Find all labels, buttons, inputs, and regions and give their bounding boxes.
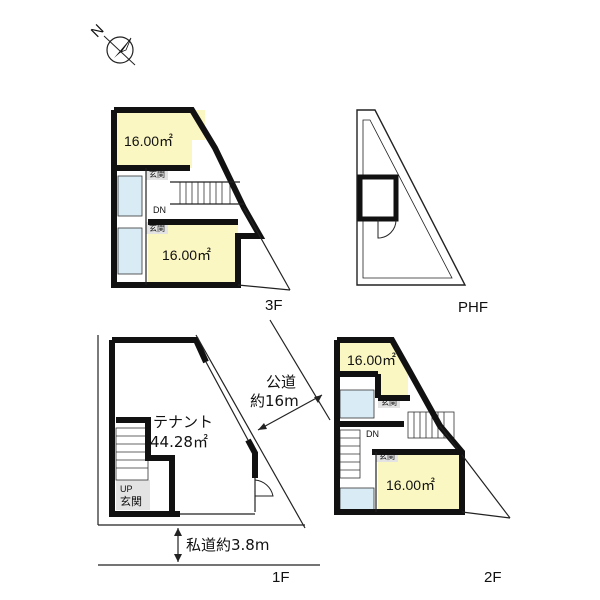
up-1f-label: UP [120, 484, 133, 494]
stairs-1f [115, 427, 149, 481]
down-3f-label: DN [153, 205, 166, 215]
room-3f-lower [148, 225, 238, 285]
tenant-area: 44.28㎡ [150, 433, 208, 451]
room-3f-upper [114, 110, 192, 168]
penthouse-block [357, 174, 399, 222]
floor-2f: 16.00㎡ 16.00㎡ 玄関 玄関 DN 2F [334, 337, 511, 586]
room-3f-lower-area: 16.00㎡ [162, 247, 211, 263]
floor-3f-label: 3F [265, 297, 283, 314]
entrance-1f [116, 480, 150, 510]
floor-1f-label: 1F [272, 569, 290, 586]
private-road-label: 私道約3.8m [186, 536, 269, 554]
compass-label: N [88, 21, 108, 41]
entrance-3f-lower-label: 玄関 [149, 223, 165, 233]
entrance-2f-upper-label: 玄関 [381, 397, 397, 407]
room-2f-upper [337, 340, 408, 398]
public-road: 公道 約16m [250, 319, 331, 431]
north-arrow-icon: N [88, 21, 136, 66]
stairs-3f [179, 181, 231, 205]
entrance-2f-lower-label: 玄関 [379, 451, 395, 461]
floor-3f: 16.00㎡ 16.00㎡ 玄関 玄関 DN 3F [111, 107, 291, 314]
entrance-1f-label: 玄関 [120, 494, 142, 508]
floor-phf-label: PHF [458, 299, 488, 316]
tenant-name: テナント [153, 413, 213, 431]
floor-1f: テナント 44.28㎡ UP 玄関 私道約3.8m 1F [97, 334, 320, 586]
entrance-3f-upper-label: 玄関 [149, 169, 165, 179]
floor-phf: PHF [356, 109, 488, 316]
down-2f-label: DN [366, 429, 379, 439]
floor-2f-label: 2F [484, 569, 502, 586]
room-2f-lower-area: 16.00㎡ [386, 477, 435, 493]
public-road-label-1: 公道 [266, 373, 296, 391]
public-road-label-2: 約16m [250, 392, 299, 410]
room-2f-upper-area: 16.00㎡ [347, 352, 396, 368]
room-3f-upper-area: 16.00㎡ [124, 133, 173, 149]
